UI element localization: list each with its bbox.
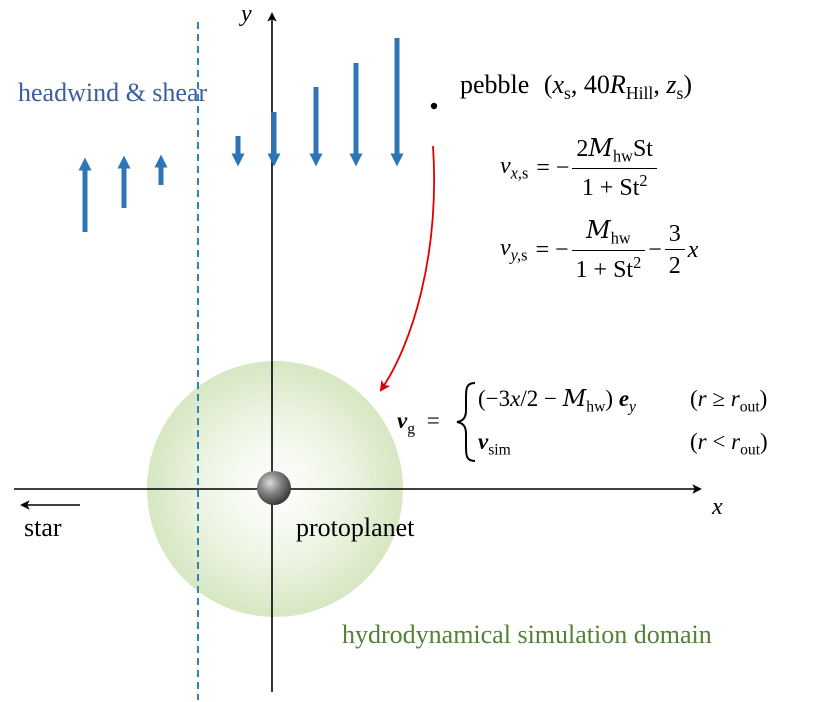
pebble-trajectory: [379, 145, 435, 392]
vx-lhs: vx,s: [500, 152, 529, 183]
vy-equals: = −: [535, 236, 569, 263]
vx-equation: vx,s = − 2MhwSt 1 + St2: [500, 136, 660, 200]
vg-case-2: vsim: [478, 429, 511, 459]
star-label: star: [24, 513, 62, 542]
protoplanet-sphere: [257, 471, 291, 505]
vy-fraction-1: Mhw 1 + St2: [571, 218, 646, 282]
simulation-domain-label: hydrodynamical simulation domain: [342, 620, 712, 649]
headwind-shear-label: headwind & shear: [18, 78, 208, 107]
pebble-word: pebble: [460, 70, 530, 99]
vg-case-1: (−3x/2 − Mhw) ey: [478, 386, 636, 416]
vx-fraction: 2MhwSt 1 + St2: [572, 136, 657, 200]
vy-equation: vy,s = − Mhw 1 + St2 − 3 2 x: [500, 218, 698, 282]
cases-brace: [456, 382, 476, 462]
protoplanet-label: protoplanet: [296, 513, 415, 542]
vy-fraction-2: 3 2: [664, 222, 685, 278]
vg-lhs: vg =: [397, 408, 440, 438]
x-axis-label: x: [712, 494, 723, 520]
vg-condition-2: (r < rout): [690, 429, 768, 459]
vy-minus: −: [648, 236, 662, 263]
vg-condition-1: (r ≥ rout): [690, 386, 768, 416]
y-axis-label: y: [241, 1, 252, 27]
vx-equals: = −: [536, 154, 570, 181]
pebble-label: pebble (xs, 40RHill, zs): [460, 72, 692, 103]
vy-lhs: vy,s: [500, 234, 528, 265]
pebble-dot: [430, 102, 438, 110]
pebble-position: (xs, 40RHill, zs): [543, 70, 692, 104]
vy-tail-x: x: [687, 236, 699, 263]
